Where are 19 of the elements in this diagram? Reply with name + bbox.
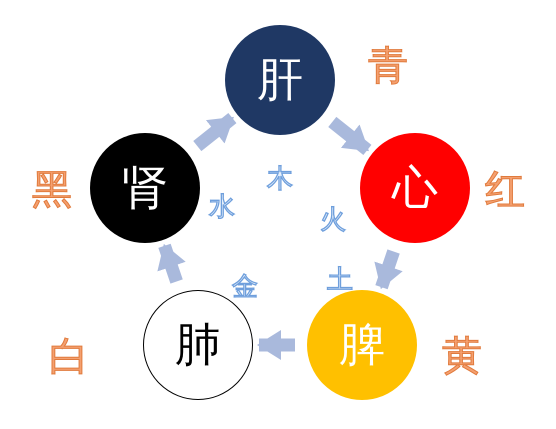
color-name: 黑 [32, 166, 72, 215]
arrow [157, 244, 186, 284]
arrow [257, 330, 295, 360]
arrow [328, 116, 372, 155]
element-label: 土 [327, 264, 353, 297]
organ-name: 心 [392, 159, 438, 216]
organ-name: 肾 [122, 159, 168, 216]
element-label: 火 [320, 204, 346, 237]
color-name: 黄 [442, 332, 482, 381]
arrow [374, 249, 403, 290]
organ-name: 肝 [257, 51, 303, 108]
element-label: 木 [267, 163, 293, 196]
element-label: 水 [209, 191, 235, 224]
color-name: 红 [485, 166, 525, 215]
organ-name: 肺 [175, 316, 221, 373]
element-label: 金 [232, 271, 258, 304]
color-name: 白 [49, 333, 89, 382]
organ-name: 脾 [339, 316, 385, 373]
color-name: 青 [368, 42, 408, 91]
